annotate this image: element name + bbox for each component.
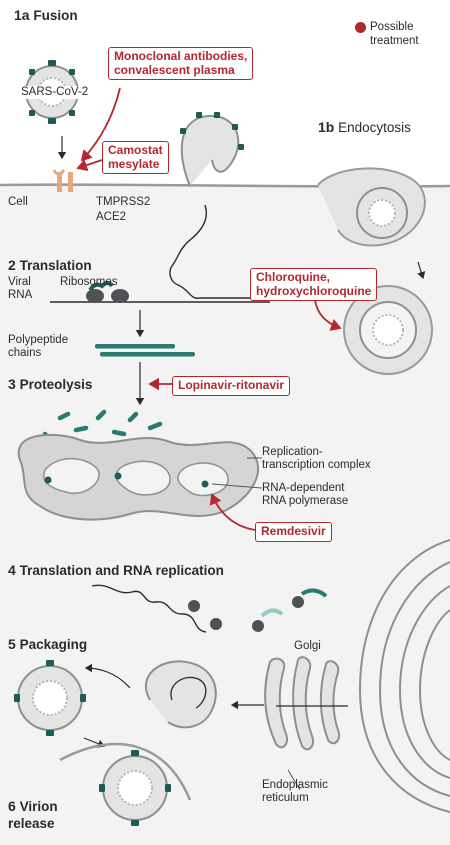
new-rna (91, 584, 207, 633)
new-ribosomes (188, 588, 328, 632)
treatment-remdesivir: Remdesivir (255, 522, 332, 542)
label-replication-complex: Replication- transcription complex (262, 446, 371, 471)
endosome (343, 285, 433, 375)
polypeptide-1 (95, 344, 175, 349)
remdesivir-arrow (209, 493, 256, 531)
polymerase-3 (201, 480, 209, 488)
legend-dot (355, 22, 366, 33)
polypeptide-2 (100, 352, 195, 357)
packaging-arrow (84, 663, 131, 689)
label-tmprss2: TMPRSS2 (96, 196, 151, 208)
golgi-apparatus (264, 656, 340, 751)
treatment-lopinavir: Lopinavir-ritonavir (172, 376, 291, 396)
label-rdrp: RNA-dependent RNA polymerase (262, 482, 349, 507)
rdrp-leader (211, 483, 263, 489)
antibodies-arrow (80, 87, 121, 162)
step-3-title: 3 Proteolysis (8, 376, 93, 393)
label-er: Endoplasmic reticulum (262, 779, 328, 804)
ribosomes (86, 281, 129, 303)
step-1a-title: 1a Fusion (14, 7, 78, 24)
er-leader (287, 769, 301, 791)
step-5-title: 5 Packaging (8, 636, 88, 653)
fusing-virion (180, 112, 244, 187)
packaged-virion (14, 660, 86, 736)
virion-endocytosis (356, 187, 408, 239)
treatment-camostat: Camostat mesylate (102, 141, 169, 174)
legend-label: Possible treatment (370, 21, 419, 47)
plasma-membrane-lower (59, 742, 192, 801)
cleaved-peptides (42, 409, 163, 443)
step-6-title: 6 Virion release (8, 798, 58, 831)
chloroquine-arrow (314, 299, 342, 331)
step-4-title: 4 Translation and RNA replication (8, 562, 224, 579)
label-golgi: Golgi (294, 640, 321, 652)
endoplasmic-reticulum (358, 539, 450, 813)
polymerase-1 (44, 476, 52, 484)
label-cell: Cell (8, 196, 28, 208)
treatment-chloroquine: Chloroquine, hydroxychloroquine (250, 268, 378, 301)
label-polypeptide: Polypeptide chains (8, 334, 69, 359)
assembling-virion (144, 660, 217, 729)
label-ribosomes: Ribosomes (60, 276, 118, 288)
camostat-arrow (76, 159, 103, 172)
polymerase-2 (114, 472, 122, 480)
treatment-antibodies: Monoclonal antibodies, convalescent plas… (108, 47, 254, 80)
step-1b-title: 1b Endocytosis (318, 119, 411, 136)
released-virion (99, 750, 171, 826)
tmprss2-protease (68, 172, 73, 192)
step-2-title: 2 Translation (8, 257, 92, 274)
label-ace2: ACE2 (96, 211, 127, 223)
label-viral-rna: Viral RNA (8, 276, 33, 301)
label-virus: SARS-CoV-2 (20, 86, 90, 99)
arrow-to-endosome (417, 261, 426, 280)
receptor-stem (57, 172, 62, 192)
